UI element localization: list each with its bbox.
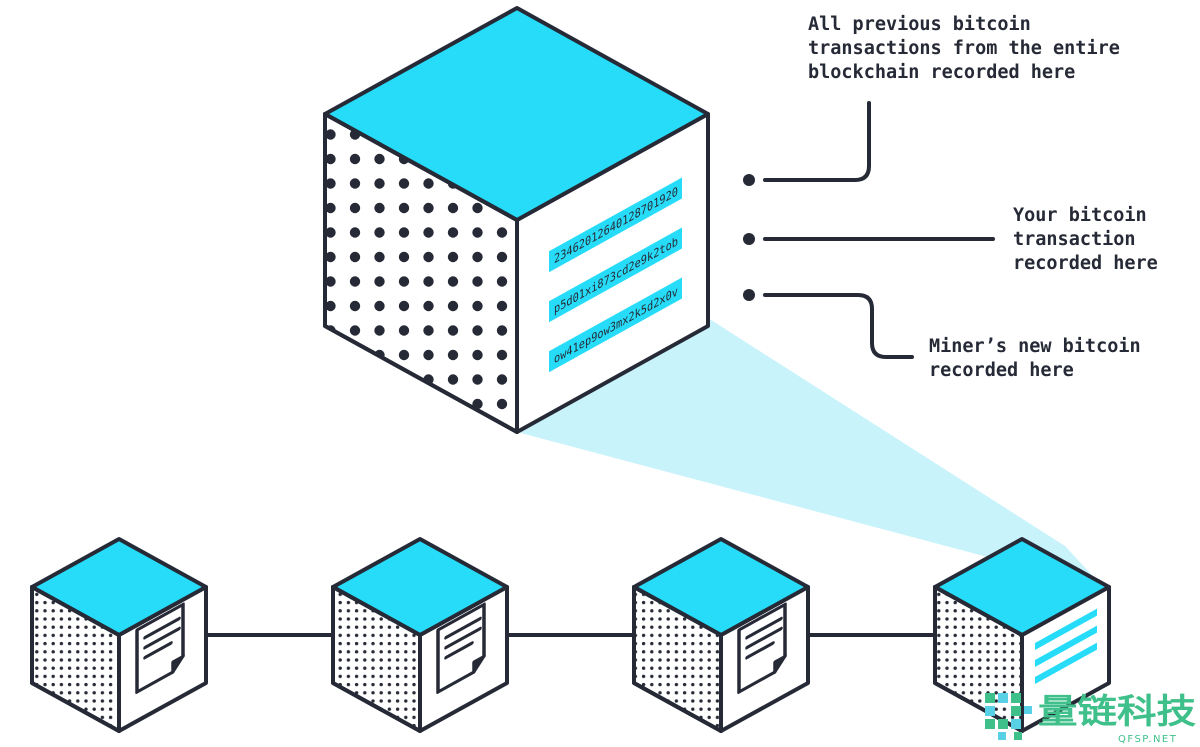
lines-icon bbox=[1035, 608, 1097, 684]
callout-previous-line-1: All previous bitcoin bbox=[808, 14, 1031, 35]
record-strip-3 bbox=[549, 277, 682, 373]
watermark-domain: QFSP.NET bbox=[1118, 734, 1177, 745]
callout-yours-line-2: transaction bbox=[1013, 229, 1136, 250]
callout-yours-line-1: Your bitcoin bbox=[1013, 205, 1147, 226]
callout-your-transaction: Your bitcoin transaction recorded here bbox=[1013, 204, 1158, 276]
callout-miner-bitcoin: Miner’s new bitcoin recorded here bbox=[929, 335, 1141, 383]
record-strip-1 bbox=[549, 177, 682, 273]
document-icon bbox=[436, 602, 486, 695]
chain-block-3 bbox=[632, 537, 810, 733]
record-strip-2 bbox=[549, 227, 682, 323]
document-icon bbox=[135, 602, 185, 695]
callout-dot-miner bbox=[743, 289, 755, 301]
callout-dot-previous bbox=[743, 174, 755, 186]
callout-line-previous bbox=[763, 101, 871, 182]
callout-lines bbox=[743, 101, 995, 359]
callout-yours-line-3: recorded here bbox=[1013, 253, 1158, 274]
callout-miner-line-2: recorded here bbox=[929, 360, 1074, 381]
document-icon bbox=[737, 602, 787, 695]
watermark-logo: 量链科技 QFSP.NET bbox=[985, 692, 1196, 745]
callout-miner-line-1: Miner’s new bitcoin bbox=[929, 336, 1141, 357]
callout-previous-transactions: All previous bitcoin transactions from t… bbox=[808, 13, 1120, 85]
zoom-beam bbox=[517, 318, 1104, 588]
watermark-name: 量链科技 bbox=[1038, 692, 1196, 732]
callout-line-miner bbox=[763, 293, 914, 359]
callout-previous-line-3: blockchain recorded here bbox=[808, 62, 1076, 83]
watermark-emblem-icon bbox=[985, 693, 1032, 740]
callout-dot-yours bbox=[743, 233, 755, 245]
chain-blocks bbox=[30, 537, 1111, 733]
callout-previous-line-2: transactions from the entire bbox=[808, 38, 1120, 59]
